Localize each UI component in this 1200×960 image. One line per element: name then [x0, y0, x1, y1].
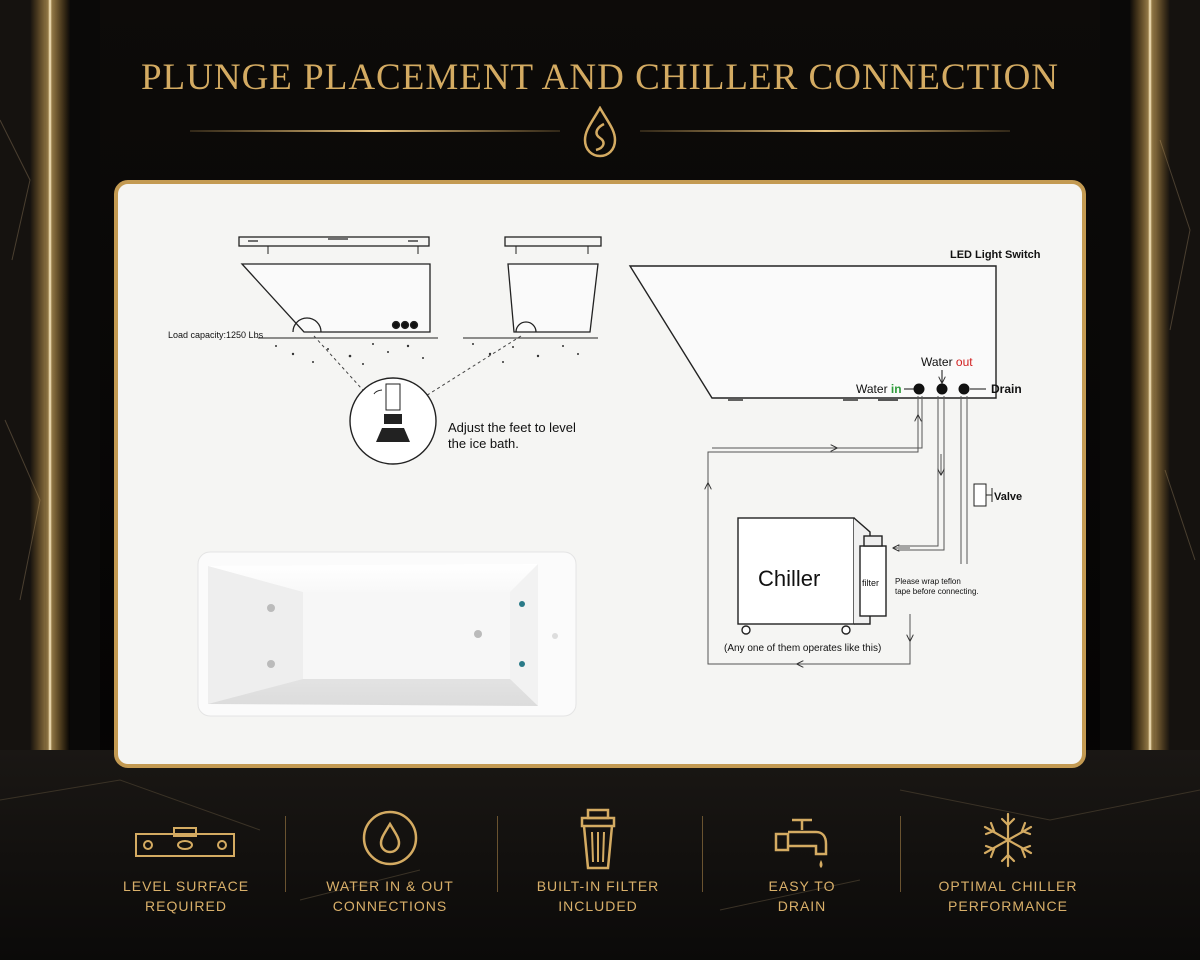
- water-out-label: Water out: [921, 355, 973, 369]
- tub-end-view: [463, 236, 602, 339]
- teflon-note-2: tape before connecting.: [895, 587, 979, 596]
- snowflake-icon: [983, 812, 1033, 868]
- divider: [702, 816, 703, 892]
- spirit-level-icon: [135, 827, 235, 857]
- page-title: PLUNGE PLACEMENT AND CHILLER CONNECTION: [140, 57, 1060, 98]
- divider: [497, 816, 498, 892]
- adjust-feet-text-2: the ice bath.: [448, 436, 519, 451]
- ground-texture: [275, 343, 579, 365]
- chiller-label: Chiller: [758, 566, 820, 591]
- filter-label: filter: [862, 578, 879, 588]
- adjust-feet-text-1: Adjust the feet to level: [448, 420, 576, 435]
- water-in-label: Water in: [856, 382, 902, 396]
- tub-top-view: [197, 551, 577, 717]
- teflon-note-1: Please wrap teflon: [895, 577, 961, 586]
- valve-label: Valve: [994, 491, 1022, 503]
- tub-side-view: [238, 236, 438, 339]
- divider: [900, 816, 901, 892]
- chiller-unit: [737, 517, 887, 635]
- flame-drop-emblem-icon: [583, 106, 617, 158]
- diagram-panel: Load capacity:1250 Lbs Adjust the feet t…: [114, 180, 1086, 768]
- chiller-note: (Any one of them operates like this): [724, 643, 881, 654]
- adjustable-foot-detail: [349, 377, 437, 465]
- load-capacity-label: Load capacity:1250 Lbs: [168, 330, 264, 340]
- valve-symbol: [973, 483, 993, 507]
- tub-connections-view: [628, 265, 997, 401]
- connection-ports: [904, 370, 986, 395]
- piping: [708, 396, 968, 664]
- installation-diagram: Load capacity:1250 Lbs Adjust the feet t…: [168, 236, 1041, 717]
- divider: [285, 816, 286, 892]
- callout-lines: [313, 335, 522, 400]
- faucet-icon: [774, 818, 828, 868]
- water-cycle-icon: [362, 810, 418, 866]
- drain-label: Drain: [991, 382, 1022, 396]
- filter-cartridge-icon: [580, 808, 616, 870]
- led-switch-label: LED Light Switch: [950, 249, 1041, 261]
